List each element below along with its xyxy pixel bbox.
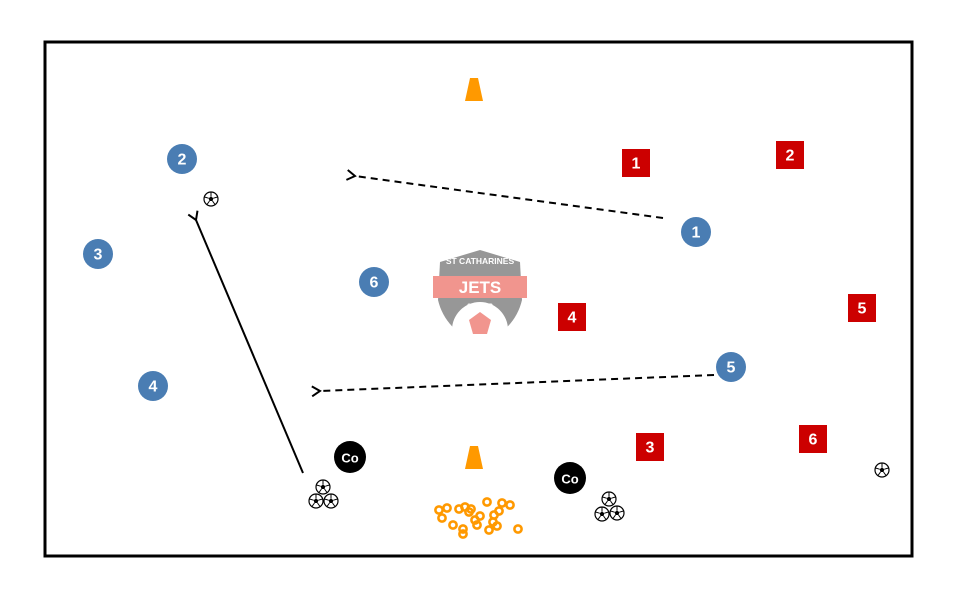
player-run-arrow-dashed	[311, 374, 715, 398]
soccer-ball-icon	[594, 506, 610, 522]
red-player[interactable]: 6	[799, 425, 827, 453]
blue-player[interactable]: 1	[681, 217, 711, 247]
soccer-ball-icon	[609, 505, 625, 521]
red-player-marker	[848, 294, 876, 322]
red-player[interactable]: 1	[622, 149, 650, 177]
blue-player[interactable]: 3	[83, 239, 113, 269]
red-player-number: 5	[858, 301, 867, 318]
ring-marker-icon	[494, 506, 504, 516]
blue-player-number: 6	[370, 275, 379, 292]
red-player-number: 4	[568, 310, 577, 327]
blue-player[interactable]: 5	[716, 352, 746, 382]
ring-marker-icon	[513, 524, 523, 534]
cone-icon	[465, 446, 483, 469]
red-player-marker	[636, 433, 664, 461]
blue-player-number: 3	[94, 247, 103, 264]
soccer-ball-icon	[315, 479, 331, 495]
logo-text-top: ST CATHARINES	[446, 256, 515, 266]
blue-player-number: 2	[178, 152, 187, 169]
blue-player-number: 5	[727, 360, 736, 377]
ring-marker-icon	[466, 504, 476, 514]
ring-marker-icon	[458, 529, 468, 539]
coach-marker	[334, 441, 366, 473]
red-player-marker	[799, 425, 827, 453]
red-player-number: 1	[632, 156, 641, 173]
red-player[interactable]: 4	[558, 303, 586, 331]
ring-marker-icon	[437, 513, 447, 523]
blue-player-marker	[167, 144, 197, 174]
soccer-ball-icon	[323, 493, 339, 509]
red-player-number: 3	[646, 440, 655, 457]
ring-marker-icon	[482, 497, 492, 507]
soccer-ball-icon	[601, 491, 617, 507]
coach[interactable]: Co	[334, 441, 366, 473]
blue-player[interactable]: 2	[167, 144, 197, 174]
blue-player-marker	[359, 267, 389, 297]
pass-arrow-solid	[187, 210, 304, 474]
ring-marker-icon	[472, 520, 482, 530]
coach-marker	[554, 462, 586, 494]
ring-marker-icon	[448, 520, 458, 530]
red-player-marker	[558, 303, 586, 331]
ring-marker-icon	[484, 525, 494, 535]
cone-icon	[465, 78, 483, 101]
blue-player-marker	[138, 371, 168, 401]
red-player-number: 2	[786, 148, 795, 165]
ring-marker-icon	[458, 524, 468, 534]
logo-text-main: JETS	[459, 278, 502, 297]
soccer-ball-icon	[308, 493, 324, 509]
blue-player-marker	[716, 352, 746, 382]
club-logo-watermark: ST CATHARINES JETS SOCCER	[433, 250, 527, 358]
coach-label: Co	[561, 472, 578, 487]
red-player-marker	[776, 141, 804, 169]
soccer-ball-icon	[874, 462, 890, 478]
blue-player-marker	[681, 217, 711, 247]
red-player[interactable]: 2	[776, 141, 804, 169]
blue-player-number: 1	[692, 225, 701, 242]
red-player-marker	[622, 149, 650, 177]
blue-player-number: 4	[149, 379, 158, 396]
blue-player-marker	[83, 239, 113, 269]
red-player[interactable]: 5	[848, 294, 876, 322]
ring-marker-icon	[505, 500, 515, 510]
red-player[interactable]: 3	[636, 433, 664, 461]
logo-text-bottom: SOCCER	[467, 304, 493, 310]
player-run-arrow-dashed	[345, 169, 664, 219]
coach-label: Co	[341, 451, 358, 466]
red-player-number: 6	[809, 432, 818, 449]
coach[interactable]: Co	[554, 462, 586, 494]
blue-player[interactable]: 4	[138, 371, 168, 401]
ring-marker-icon	[488, 517, 498, 527]
soccer-ball-icon	[203, 191, 219, 207]
blue-player[interactable]: 6	[359, 267, 389, 297]
ring-marker-icon	[442, 503, 452, 513]
